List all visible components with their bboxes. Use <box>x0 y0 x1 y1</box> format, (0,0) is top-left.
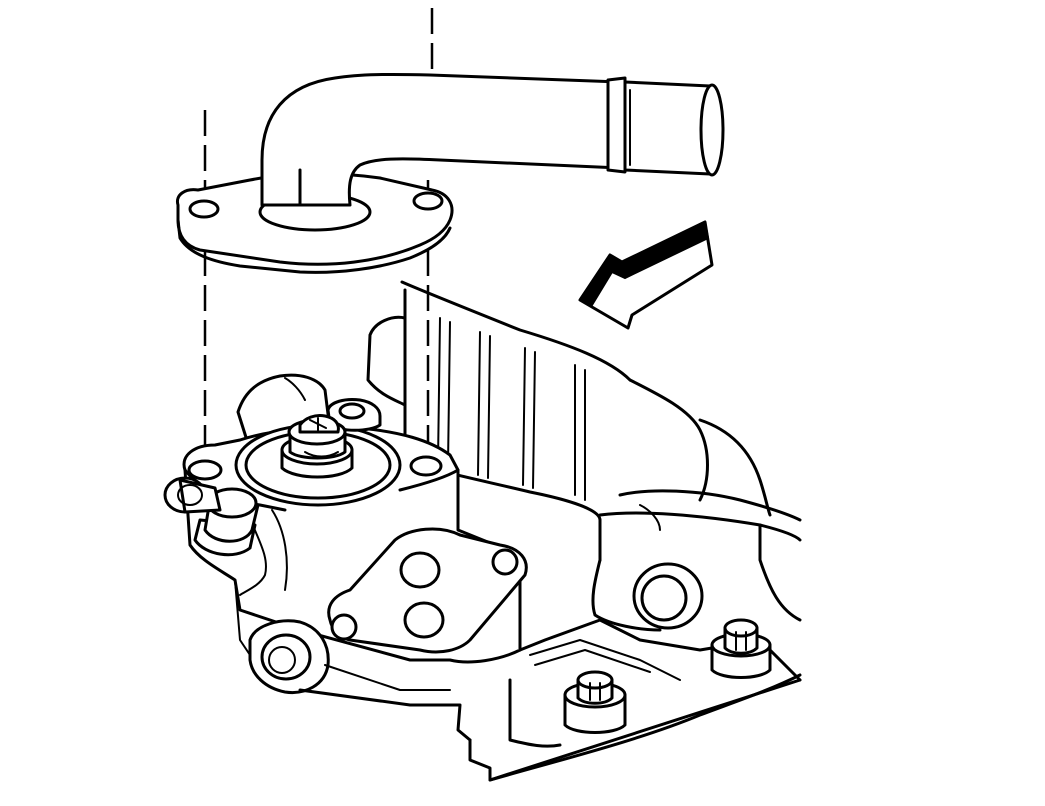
head-ledge <box>529 639 681 681</box>
mounting-bracket <box>327 527 528 654</box>
flange-thickness <box>176 218 452 274</box>
head-base-front <box>468 678 802 782</box>
bracket-bolt-right <box>491 548 519 576</box>
coolant-port-inner <box>640 574 688 622</box>
head-lower-pocket <box>508 678 562 748</box>
housing-bottom-contour <box>324 664 451 691</box>
flange-bolt-hole-left <box>187 459 223 481</box>
gasket-rail-bottom <box>598 511 802 542</box>
port-boss <box>591 558 662 632</box>
temperature-sensor <box>163 476 260 557</box>
pipe-end-opening <box>699 83 725 177</box>
right-housing-curve <box>628 378 709 502</box>
manifold-rib <box>574 364 586 501</box>
thermostat-housing-base <box>163 373 528 742</box>
head-bolt <box>710 618 772 679</box>
gasket-rail-top <box>618 489 802 522</box>
flange-right <box>398 468 460 492</box>
flange-bolt-hole-right <box>409 455 443 477</box>
head-ledge-inner <box>534 649 651 673</box>
housing-side-edge <box>234 579 251 656</box>
pipe-elbow <box>260 72 622 207</box>
flange-bolt-hole-right <box>412 191 444 211</box>
bracket-hole-upper <box>399 551 441 589</box>
right-housing-lower <box>758 523 802 622</box>
manifold-left-end <box>366 315 407 407</box>
flange-bolt-hole-left <box>188 199 220 219</box>
housing-contour <box>271 509 288 591</box>
sensor-port-hole <box>338 402 366 420</box>
housing-bottom-edge <box>298 688 472 742</box>
pipe-end <box>623 80 712 176</box>
bracket-bolt-left <box>330 613 358 641</box>
lower-outlet-port <box>260 633 312 681</box>
outlet-pipe <box>260 72 725 207</box>
right-housing-outer <box>698 418 772 517</box>
lower-outlet-bore <box>268 646 296 674</box>
head-base-top <box>488 673 802 782</box>
bolts <box>563 618 772 734</box>
manifold-rib <box>477 331 491 479</box>
cylinder-head <box>366 280 802 782</box>
manifold-rib <box>437 317 451 466</box>
rail-bracket <box>639 504 661 531</box>
direction-arrow <box>578 220 714 330</box>
arrow-shadow <box>578 220 710 307</box>
thermostat <box>280 414 354 479</box>
bracket-hole-lower <box>403 601 445 639</box>
upper-boss-detail <box>284 377 306 401</box>
pipe-bead-ring <box>606 76 627 174</box>
manifold-rib <box>522 347 536 489</box>
head-bolt <box>563 670 627 734</box>
